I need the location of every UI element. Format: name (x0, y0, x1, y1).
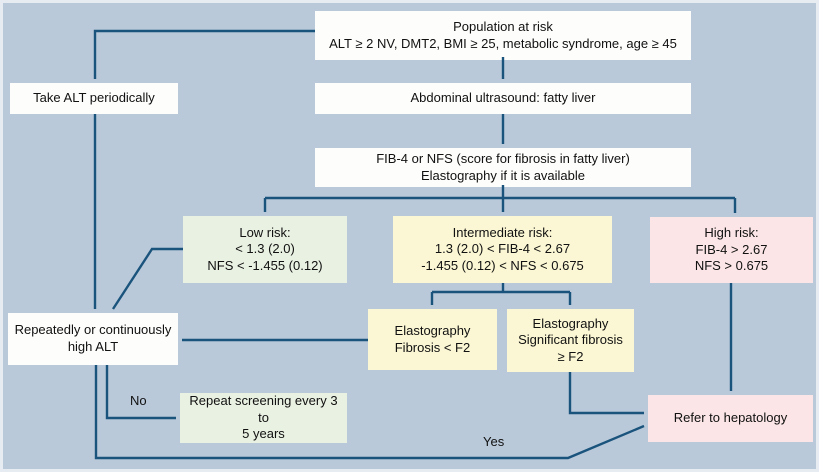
arrow-elasto-sig-to-refer (568, 372, 644, 415)
edge-label-yes: Yes (483, 434, 505, 449)
node-take-alt-periodically: Take ALT periodically (10, 83, 178, 114)
node-repeat-screening: Repeat screening every 3 to 5 years (180, 393, 347, 443)
node-elastography-fibrosis-below-f2: Elastography Fibrosis < F2 (368, 309, 497, 370)
node-intermediate-risk: Intermediate risk: 1.3 (2.0) < FIB-4 < 2… (393, 216, 612, 283)
node-abdominal-ultrasound: Abdominal ultrasound: fatty liver (315, 83, 691, 114)
node-high-risk: High risk: FIB-4 > 2.67 NFS > 0.675 (650, 217, 813, 283)
node-population-at-risk: Population at risk ALT ≥ 2 NV, DMT2, BMI… (315, 11, 691, 60)
node-fib4-or-nfs: FIB-4 or NFS (score for fibrosis in fatt… (315, 148, 691, 187)
edge-label-no: No (130, 393, 147, 408)
node-low-risk: Low risk: < 1.3 (2.0) NFS < -1.455 (0.12… (183, 216, 347, 283)
arrow-population-to-take-alt (93, 29, 315, 79)
arrow-yes-to-refer (94, 365, 645, 460)
arrow-low-risk-to-repeatedly (111, 247, 183, 310)
node-repeatedly-high-alt: Repeatedly or continuously high ALT (8, 313, 178, 365)
node-refer-to-hepatology: Refer to hepatology (648, 395, 813, 442)
connector-intermediate-split (432, 283, 570, 294)
node-elastography-significant-fibrosis: Elastography Significant fibrosis ≥ F2 (507, 309, 634, 372)
arrow-no-to-repeat-screening (105, 365, 176, 420)
